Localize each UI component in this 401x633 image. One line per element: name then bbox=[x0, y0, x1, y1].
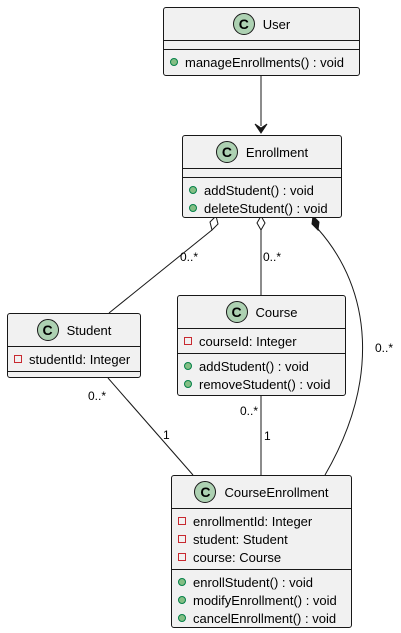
private-icon bbox=[14, 355, 22, 363]
class-icon: C bbox=[194, 481, 217, 503]
methods-section: enrollStudent() : void modifyEnrollment(… bbox=[172, 570, 351, 630]
enrollment-courseenrollment-link bbox=[317, 228, 364, 476]
public-icon bbox=[189, 204, 197, 212]
class-user[interactable]: C User manageEnrollments() : void bbox=[163, 7, 360, 76]
multiplicity-label: 0..* bbox=[180, 250, 199, 264]
arrow-head bbox=[254, 123, 268, 134]
multiplicity-label: 0..* bbox=[263, 250, 282, 264]
public-icon bbox=[170, 58, 178, 66]
student-courseenrollment-link bbox=[107, 377, 194, 476]
composition-diamond bbox=[311, 214, 320, 232]
method-row: modifyEnrollment() : void bbox=[172, 591, 351, 609]
private-icon bbox=[178, 517, 186, 525]
method-row: addStudent() : void bbox=[183, 181, 341, 199]
class-icon: C bbox=[232, 13, 255, 35]
public-icon bbox=[184, 380, 192, 388]
multiplicity-label: 0..* bbox=[240, 404, 259, 418]
multiplicity-label: 1 bbox=[163, 428, 170, 442]
method-row: deleteStudent() : void bbox=[183, 199, 341, 217]
class-header: C CourseEnrollment bbox=[172, 476, 351, 508]
method-row: manageEnrollments() : void bbox=[164, 53, 359, 71]
private-icon bbox=[184, 337, 192, 345]
method-row: enrollStudent() : void bbox=[172, 573, 351, 591]
methods-section: addStudent() : void removeStudent() : vo… bbox=[178, 354, 345, 396]
public-icon bbox=[178, 614, 186, 622]
class-icon: C bbox=[225, 301, 248, 323]
class-enrollment[interactable]: C Enrollment addStudent() : void deleteS… bbox=[182, 135, 342, 218]
public-icon bbox=[178, 596, 186, 604]
class-name: CourseEnrollment bbox=[224, 484, 329, 500]
private-icon bbox=[178, 535, 186, 543]
attributes-section: courseId: Integer bbox=[178, 329, 345, 353]
class-icon: C bbox=[215, 141, 238, 163]
class-name: Course bbox=[255, 304, 298, 320]
class-course[interactable]: C Course courseId: Integer addStudent() … bbox=[177, 295, 346, 396]
class-student[interactable]: C Student studentId: Integer bbox=[7, 313, 141, 378]
multiplicity-label: 0..* bbox=[375, 341, 394, 355]
class-icon: C bbox=[36, 319, 59, 341]
method-row: cancelEnrollment() : void bbox=[172, 609, 351, 627]
class-courseenrollment[interactable]: C CourseEnrollment enrollmentId: Integer… bbox=[171, 475, 352, 628]
class-name: User bbox=[262, 16, 291, 32]
attribute-row: studentId: Integer bbox=[8, 350, 140, 368]
methods-section bbox=[8, 372, 140, 380]
attribute-row: student: Student bbox=[172, 530, 351, 548]
attributes-section bbox=[183, 169, 341, 177]
attributes-section: studentId: Integer bbox=[8, 347, 140, 371]
class-header: C Student bbox=[8, 314, 140, 346]
attribute-row: course: Course bbox=[172, 548, 351, 566]
methods-section: addStudent() : void deleteStudent() : vo… bbox=[183, 178, 341, 220]
method-row: addStudent() : void bbox=[178, 357, 345, 375]
public-icon bbox=[178, 578, 186, 586]
multiplicity-label: 0..* bbox=[88, 389, 107, 403]
method-row: removeStudent() : void bbox=[178, 375, 345, 393]
enrollment-student-link bbox=[108, 229, 213, 314]
class-name: Student bbox=[66, 322, 112, 338]
private-icon bbox=[178, 553, 186, 561]
public-icon bbox=[189, 186, 197, 194]
public-icon bbox=[184, 362, 192, 370]
attributes-section: enrollmentId: Integer student: Student c… bbox=[172, 509, 351, 569]
class-header: C User bbox=[164, 8, 359, 40]
attribute-row: enrollmentId: Integer bbox=[172, 512, 351, 530]
class-header: C Enrollment bbox=[183, 136, 341, 168]
class-header: C Course bbox=[178, 296, 345, 328]
multiplicity-label: 1 bbox=[264, 429, 271, 443]
attribute-row: courseId: Integer bbox=[178, 332, 345, 350]
attributes-section bbox=[164, 41, 359, 49]
class-name: Enrollment bbox=[245, 144, 309, 160]
methods-section: manageEnrollments() : void bbox=[164, 50, 359, 74]
